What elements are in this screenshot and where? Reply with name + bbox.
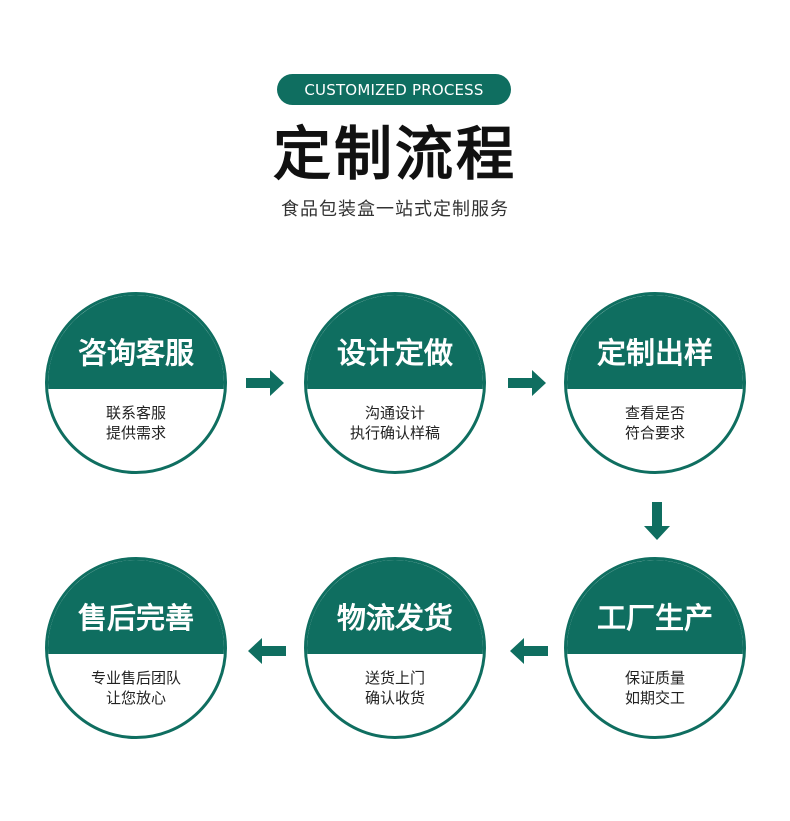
arrow-down-icon: [644, 502, 670, 540]
step-sample: 定制出样 查看是否 符合要求: [564, 292, 746, 474]
step-description: 保证质量 如期交工: [567, 668, 743, 708]
step-name: 物流发货: [336, 601, 453, 635]
step-header: [48, 560, 224, 654]
step-desc-line: 提供需求: [105, 424, 166, 442]
step-header: [48, 295, 224, 389]
step-desc-line: 如期交工: [624, 689, 685, 707]
step-production: 工厂生产 保证质量 如期交工: [564, 557, 746, 739]
step-description: 查看是否 符合要求: [567, 403, 743, 443]
step-name: 工厂生产: [596, 601, 713, 635]
step-desc-line: 执行确认样稿: [349, 424, 440, 442]
step-desc-line: 符合要求: [624, 424, 685, 442]
step-header: [567, 560, 743, 654]
step-description: 专业售后团队 让您放心: [48, 668, 224, 708]
page-title: 定制流程: [272, 120, 517, 188]
step-desc-line: 确认收货: [364, 689, 425, 707]
step-desc-line: 查看是否: [624, 404, 685, 422]
step-consult: 咨询客服 联系客服 提供需求: [45, 292, 227, 474]
step-desc-line: 送货上门: [364, 669, 425, 687]
step-desc-line: 让您放心: [105, 689, 166, 707]
step-description: 联系客服 提供需求: [48, 403, 224, 443]
step-name: 咨询客服: [77, 336, 194, 370]
step-aftersales: 售后完善 专业售后团队 让您放心: [45, 557, 227, 739]
step-header: [307, 560, 483, 654]
page-subtitle: 食品包装盒一站式定制服务: [281, 199, 509, 220]
step-name: 售后完善: [77, 601, 194, 635]
arrow-right-icon: [246, 370, 284, 396]
arrow-right-icon: [508, 370, 546, 396]
step-desc-line: 沟通设计: [364, 404, 425, 422]
step-header: [567, 295, 743, 389]
process-badge: CUSTOMIZED PROCESS: [277, 74, 511, 105]
step-shipping: 物流发货 送货上门 确认收货: [304, 557, 486, 739]
step-description: 沟通设计 执行确认样稿: [307, 403, 483, 443]
arrow-left-icon: [248, 638, 286, 664]
step-name: 设计定做: [336, 336, 453, 370]
step-name: 定制出样: [596, 336, 713, 370]
step-desc-line: 联系客服: [105, 404, 166, 422]
arrow-left-icon: [510, 638, 548, 664]
step-header: [307, 295, 483, 389]
step-desc-line: 保证质量: [624, 669, 685, 687]
step-description: 送货上门 确认收货: [307, 668, 483, 708]
step-design: 设计定做 沟通设计 执行确认样稿: [304, 292, 486, 474]
step-desc-line: 专业售后团队: [90, 669, 181, 687]
